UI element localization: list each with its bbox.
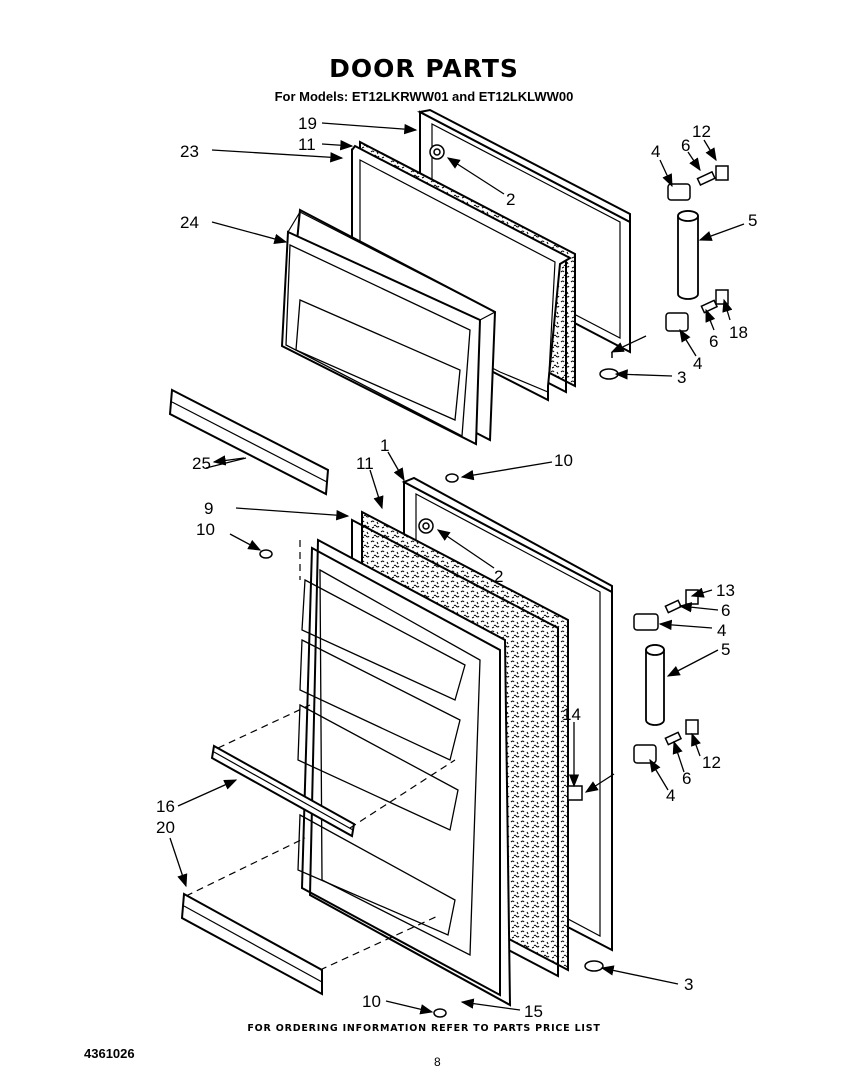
callout-15: 15 [524,1002,543,1021]
screw-10-c [433,1008,447,1018]
callout-6: 6 [681,136,690,155]
callout-4: 4 [651,142,660,161]
screw-10-a [445,473,459,483]
page-number: 8 [434,1055,441,1069]
callout-19: 19 [298,114,317,133]
callout-10: 10 [362,992,381,1011]
shelf-bar-16 [210,744,356,838]
models-subtitle: For Models: ET12LKRWW01 and ET12LKLWW00 [274,89,574,104]
ordering-note: FOR ORDERING INFORMATION REFER TO PARTS … [247,1023,601,1034]
screw-10-b [259,549,273,559]
callout-2: 2 [506,190,515,209]
callout-3: 3 [677,368,686,387]
callout-20: 20 [156,818,175,837]
callout-6: 6 [709,332,718,351]
callout-12: 12 [702,753,721,772]
callout-5: 5 [748,211,757,230]
hinge-pin-tube-top [677,210,699,300]
callout-24: 24 [180,213,199,232]
assembly-dashed-lines [185,540,456,971]
callout-10: 10 [554,451,573,470]
callout-6: 6 [682,769,691,788]
callout-11: 11 [298,135,316,154]
callout-18: 18 [729,323,748,342]
callout-3: 3 [684,975,693,994]
hinge-pin-tube-bottom [645,644,665,726]
door-rail-20 [180,892,323,996]
callout-23: 23 [180,142,199,161]
callout-11: 11 [356,454,374,473]
callout-1: 1 [380,436,389,455]
callout-13: 13 [716,581,735,600]
callout-2: 2 [494,567,503,586]
callout-4: 4 [693,354,702,373]
document-number: 4361026 [84,1046,135,1061]
callout-10: 10 [196,520,215,539]
callout-4: 4 [666,786,675,805]
freezer-inner-liner-24 [280,208,497,446]
callout-5: 5 [721,640,730,659]
lower-hinge-assembly-bottom [567,719,699,972]
upper-hinge-assembly-top [429,144,729,201]
callout-16: 16 [156,797,175,816]
leader-lines [169,122,745,1015]
callout-12: 12 [692,122,711,141]
callout-4: 4 [717,621,726,640]
callout-25: 25 [192,454,211,473]
fresh-food-liner-9 [297,538,512,1007]
callout-14: 14 [562,705,581,724]
page-title: DOOR PARTS [329,54,519,83]
door-rail-25 [168,388,330,496]
callout-9: 9 [204,499,213,518]
callout-6: 6 [721,601,730,620]
